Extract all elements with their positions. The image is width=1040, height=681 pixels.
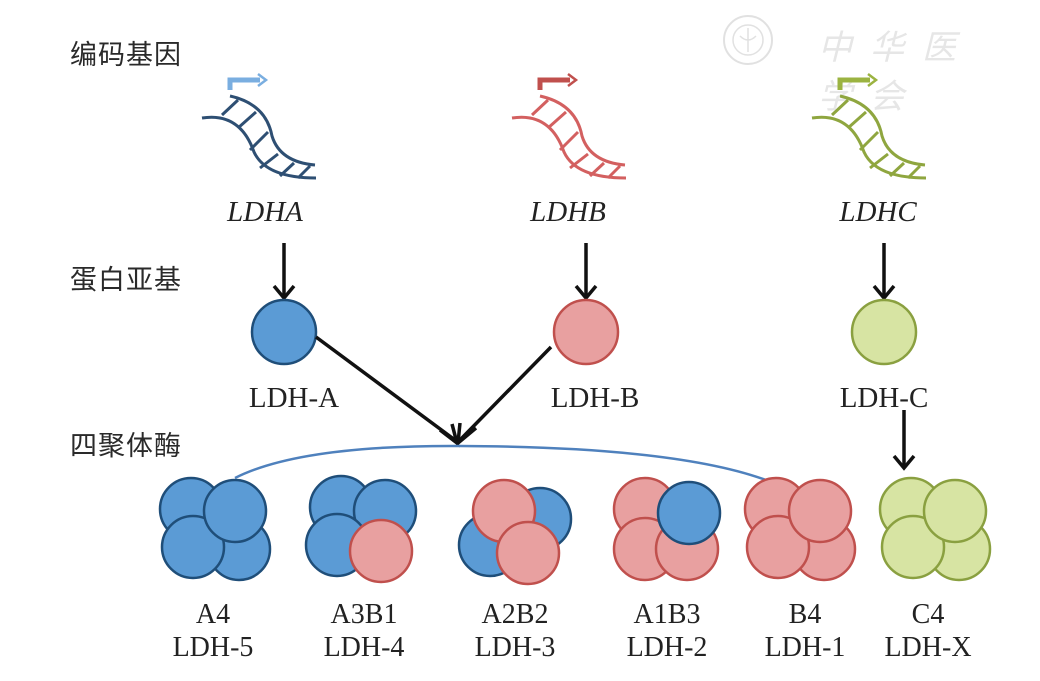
dna-rung	[220, 98, 240, 117]
tetramer-bracket	[234, 444, 786, 490]
tetramer-composition: A3B1	[330, 599, 398, 630]
dna-rung	[259, 152, 279, 170]
promoter-arrow-icon	[537, 77, 570, 90]
dna-rung	[547, 110, 567, 130]
row-label-subunits: 蛋白亚基	[70, 265, 182, 296]
dna-rung	[248, 130, 270, 152]
tetramer-isoenzyme-name: LDH-5	[172, 632, 254, 663]
subunit-a-circle	[202, 478, 268, 544]
arrowhead-ldhb	[574, 284, 598, 301]
dna-strand-2	[839, 94, 926, 167]
tetramer-label-c4: C4 LDH-X	[884, 598, 971, 664]
gene-icon-ldhb	[511, 73, 627, 180]
tetramer-isoenzyme-name: LDH-2	[626, 632, 708, 663]
tetramer-c4	[878, 476, 992, 582]
tetramer-isoenzyme-name: LDH-X	[884, 632, 972, 663]
dna-rung	[906, 164, 922, 180]
subunit-c-circle	[880, 514, 946, 580]
subunit-b-circle	[745, 514, 811, 580]
gene-icon-ldha	[201, 73, 317, 180]
dna-rung	[847, 110, 867, 130]
dna-rung	[588, 161, 606, 178]
dna-rung	[888, 161, 906, 178]
tetramer-composition: C4	[911, 599, 945, 630]
promoter-arrow-icon	[227, 77, 260, 90]
tetramer-isoenzyme-name: LDH-3	[474, 632, 556, 663]
dna-rung	[569, 152, 589, 170]
tetramer-b4	[743, 476, 857, 582]
tetramer-label-a1b3: A1B3 LDH-2	[627, 598, 708, 664]
subunit-name-ldh-a: LDH-A	[248, 382, 340, 414]
arrowhead-converging	[438, 422, 478, 448]
subunit-b-circle	[348, 518, 414, 584]
row-label-genes: 编码基因	[70, 40, 182, 71]
subunit-circle-ldh-c	[850, 298, 918, 366]
gene-icon-ldhc	[811, 73, 927, 180]
tetramer-composition: B4	[788, 599, 822, 630]
promoter-arrowhead-icon	[257, 73, 269, 87]
promoter-arrowhead-icon	[867, 73, 879, 87]
subunit-b-circle	[495, 520, 561, 586]
subunit-name-ldh-c: LDH-C	[839, 382, 929, 414]
dna-rung	[858, 130, 880, 152]
subunit-b-circle	[787, 478, 853, 544]
tetramer-a3b1	[304, 474, 418, 584]
dna-rung	[606, 164, 622, 180]
tetramer-label-a2b2: A2B2 LDH-3	[475, 598, 556, 664]
dna-rung	[237, 110, 257, 130]
tetramer-label-a3b1: A3B1 LDH-4	[324, 598, 405, 664]
watermark: 中华医学会	[718, 14, 1018, 117]
gene-name-ldha: LDHA	[227, 196, 303, 228]
dna-strand-2	[229, 94, 316, 167]
dna-rung	[869, 152, 889, 170]
tetramer-composition: A2B2	[481, 599, 549, 630]
dna-rung	[530, 98, 550, 117]
society-seal-icon	[723, 15, 773, 65]
promoter-arrow-icon	[837, 77, 870, 90]
promoter-arrowhead-icon	[567, 73, 579, 87]
tetramer-label-b4: B4 LDH-1	[765, 598, 846, 664]
tetramer-label-a4: A4 LDH-5	[173, 598, 254, 664]
watermark-text: 中华医学会	[818, 28, 974, 117]
tetramer-composition: A4	[195, 599, 231, 630]
dna-strand-1	[511, 115, 627, 180]
subunit-name-ldh-b: LDH-B	[550, 382, 640, 414]
dna-strand-2	[539, 94, 626, 167]
arrowhead-ldhc	[872, 284, 896, 301]
arrow-ldh-a-to-tetramers	[314, 335, 457, 442]
tetramer-a4	[158, 476, 272, 582]
arrow-ldh-b-to-tetramers	[458, 345, 553, 442]
dna-rung	[296, 164, 312, 180]
dna-rung	[830, 98, 850, 117]
row-label-tetramers: 四聚体酶	[70, 431, 182, 462]
subunit-a-circle	[160, 514, 226, 580]
tetramer-a1b3	[612, 476, 722, 582]
subunit-a-circle	[656, 480, 722, 546]
gene-name-ldhc: LDHC	[839, 196, 917, 228]
dna-strand-1	[811, 115, 927, 180]
tetramer-group	[158, 474, 992, 586]
tetramer-isoenzyme-name: LDH-1	[764, 632, 846, 663]
gene-name-ldhb: LDHB	[530, 196, 606, 228]
dna-strand-1	[201, 115, 317, 180]
dna-rung	[278, 161, 296, 178]
arrowhead-ldha	[272, 284, 296, 301]
dna-rung	[558, 130, 580, 152]
arrowhead-c4	[892, 454, 916, 471]
tetramer-a2b2	[457, 478, 573, 586]
subunit-circle-ldh-a	[250, 298, 318, 366]
subunit-circle-ldh-b	[552, 298, 620, 366]
subunit-c-circle	[922, 478, 988, 544]
tetramer-isoenzyme-name: LDH-4	[323, 632, 405, 663]
tetramer-composition: A1B3	[633, 599, 701, 630]
